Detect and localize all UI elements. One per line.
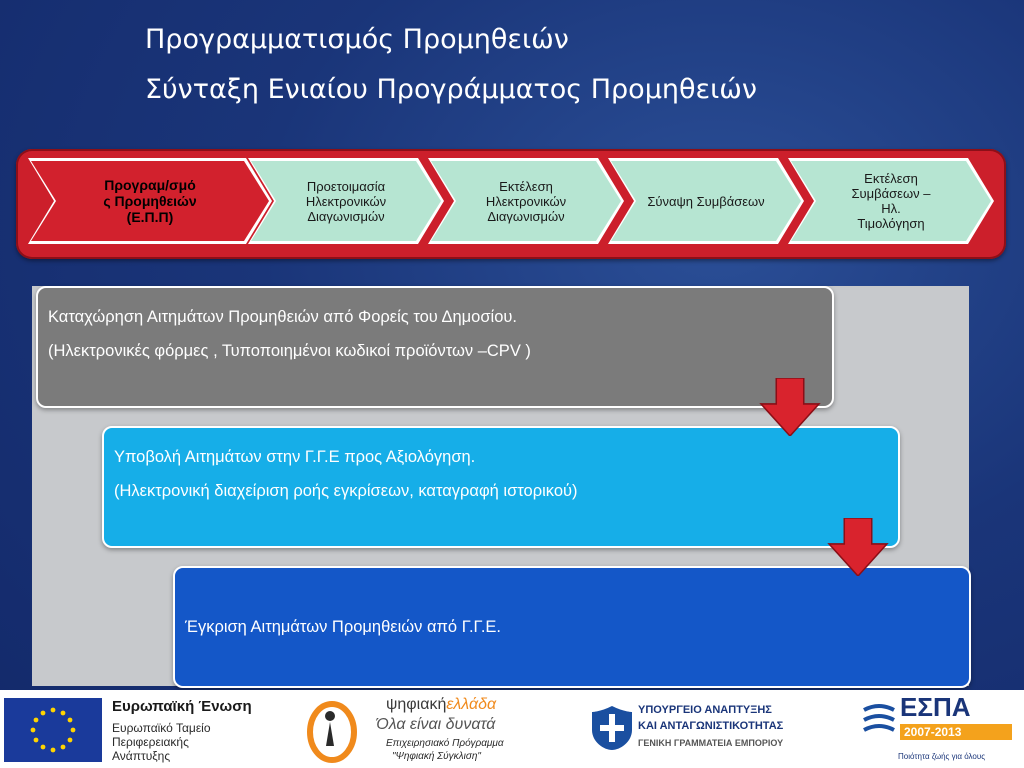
flow-box-1-line2: (Ηλεκτρονικές φόρμες , Τυποποιημένοι κωδ… — [48, 342, 531, 360]
flow-box-3-line1: Έγκριση Αιτημάτων Προμηθειών από Γ.Γ.Ε. — [185, 618, 502, 636]
flow-box-1-line1: Καταχώρηση Αιτημάτων Προμηθειών από Φορε… — [48, 308, 517, 326]
down-arrow-icon — [759, 378, 821, 436]
step-5-label-line4: Τιμολόγηση — [857, 216, 925, 231]
eu-line2: Περιφερειακής — [112, 735, 189, 749]
process-step-1[interactable]: Προγραμ/σμό ς Προμηθειών (Ε.Π.Π) — [28, 158, 272, 244]
ministry-line3: ΓΕΝΙΚΗ ΓΡΑΜΜΑΤΕΙΑ ΕΜΠΟΡΙΟΥ — [638, 738, 784, 748]
digital-brand-a: ψηφιακή — [386, 696, 447, 713]
step-1-label-line3: (Ε.Π.Π) — [126, 209, 174, 225]
process-step-4[interactable]: Σύναψη Συμβάσεων — [608, 158, 804, 244]
page-title-line1: Προγραμματισμός Προμηθειών — [145, 24, 569, 55]
eu-line1: Ευρωπαϊκό Ταμείο — [112, 721, 211, 735]
digital-line1: Επιχειρησιακό Πρόγραμμα — [386, 738, 504, 749]
step-2-label: Προετοιμασία Ηλεκτρονικών Διαγωνισμών — [251, 161, 441, 241]
flow-box-3: Έγκριση Αιτημάτων Προμηθειών από Γ.Γ.Ε. — [173, 566, 971, 688]
digital-line2: "Ψηφιακή Σύγκλιση" — [392, 751, 481, 762]
step-1-label-line1: Προγραμ/σμό — [104, 177, 196, 193]
espa-logo: ΕΣΠΑ 2007-2013 Ποιότητα ζωής για όλους — [860, 690, 1020, 768]
ministry-line1: ΥΠΟΥΡΓΕΙΟ ΑΝΑΠΤΥΞΗΣ — [638, 704, 772, 716]
process-step-5[interactable]: Εκτέλεση Συμβάσεων – Ηλ. Τιμολόγηση — [788, 158, 994, 244]
footer-logos: Ευρωπαϊκή Ένωση Ευρωπαϊκό Ταμείο Περιφερ… — [0, 690, 1024, 768]
step-5-label-line1: Εκτέλεση — [864, 171, 918, 186]
digital-greece-emblem-icon — [307, 701, 357, 763]
flow-box-2-line1: Υποβολή Αιτημάτων στην Γ.Γ.Ε προς Αξιολό… — [114, 448, 476, 466]
flow-box-2: Υποβολή Αιτημάτων στην Γ.Γ.Ε προς Αξιολό… — [102, 426, 900, 548]
down-arrow-icon — [827, 518, 889, 576]
digital-greece-logo: ψηφιακήελλάδα Όλα είναι δυνατά Επιχειρησ… — [300, 690, 570, 768]
step-5-label-line2: Συμβάσεων – — [851, 186, 931, 201]
espa-slogan: Ποιότητα ζωής για όλους — [898, 752, 986, 761]
step-5-label-line3: Ηλ. — [881, 201, 901, 216]
espa-name: ΕΣΠΑ — [900, 692, 971, 722]
step-1-label-line2: ς Προμηθειών — [103, 193, 197, 209]
process-step-2[interactable]: Προετοιμασία Ηλεκτρονικών Διαγωνισμών — [248, 158, 444, 244]
step-3-label: Εκτέλεση Ηλεκτρονικών Διαγωνισμών — [431, 161, 621, 241]
eu-line3: Ανάπτυξης — [112, 749, 171, 763]
greek-emblem-icon — [592, 706, 632, 750]
espa-years: 2007-2013 — [900, 724, 1012, 740]
eu-flag-icon — [4, 698, 102, 762]
flow-box-2-line2: (Ηλεκτρονική διαχείριση ροής εγκρίσεων, … — [114, 482, 578, 500]
page-title-line2: Σύνταξη Ενιαίου Προγράμματος Προμηθειών — [145, 74, 757, 105]
step-4-label: Σύναψη Συμβάσεων — [611, 161, 801, 241]
digital-brand-b: ελλάδα — [446, 696, 497, 713]
digital-tagline: Όλα είναι δυνατά — [376, 716, 496, 733]
eu-logo: Ευρωπαϊκή Ένωση Ευρωπαϊκό Ταμείο Περιφερ… — [0, 690, 280, 768]
eu-title: Ευρωπαϊκή Ένωση — [112, 698, 252, 715]
ministry-line2: ΚΑΙ ΑΝΤΑΓΩΝΙΣΤΙΚΟΤΗΤΑΣ — [638, 720, 784, 732]
process-step-3[interactable]: Εκτέλεση Ηλεκτρονικών Διαγωνισμών — [428, 158, 624, 244]
espa-waves-icon — [863, 704, 895, 732]
flow-box-1: Καταχώρηση Αιτημάτων Προμηθειών από Φορε… — [36, 286, 834, 408]
ministry-logo: ΥΠΟΥΡΓΕΙΟ ΑΝΑΠΤΥΞΗΣ ΚΑΙ ΑΝΤΑΓΩΝΙΣΤΙΚΟΤΗΤ… — [588, 690, 838, 768]
